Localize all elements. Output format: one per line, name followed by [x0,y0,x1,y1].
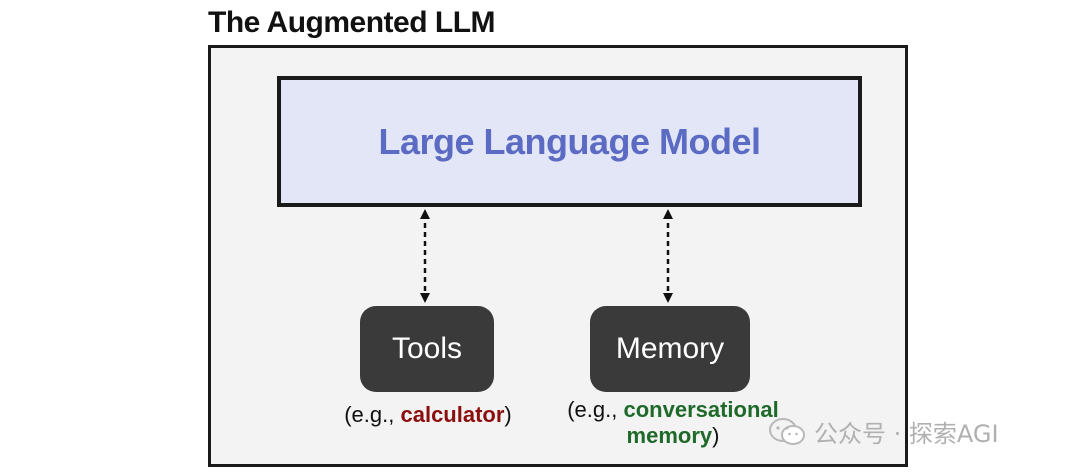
wechat-icon [769,417,805,445]
tools-caption: (e.g., calculator) [328,402,528,428]
llm-box: Large Language Model [277,76,862,207]
watermark-text: 公众号 · 探索AGI [814,420,999,448]
tools-label: Tools [391,332,463,365]
tools-caption-prefix: (e.g., [344,402,401,427]
memory-caption-prefix: (e.g., [567,397,624,422]
memory-caption: (e.g., conversational memory) [548,397,798,449]
tools-caption-highlight: calculator [400,402,505,427]
memory-caption-highlight-1: conversational [623,397,779,422]
memory-caption-suffix: ) [712,423,720,448]
diagram-title: The Augmented LLM [208,6,496,39]
memory-label: Memory [615,332,725,365]
watermark: 公众号 · 探索AGI [768,414,999,449]
llm-label: Large Language Model [378,120,761,162]
tools-caption-suffix: ) [504,402,512,427]
memory-caption-line-1: (e.g., conversational [548,397,798,423]
memory-node: Memory [590,306,750,392]
tools-node: Tools [360,306,494,392]
memory-caption-highlight-2: memory [626,423,713,448]
memory-caption-line-2: memory) [548,423,798,449]
